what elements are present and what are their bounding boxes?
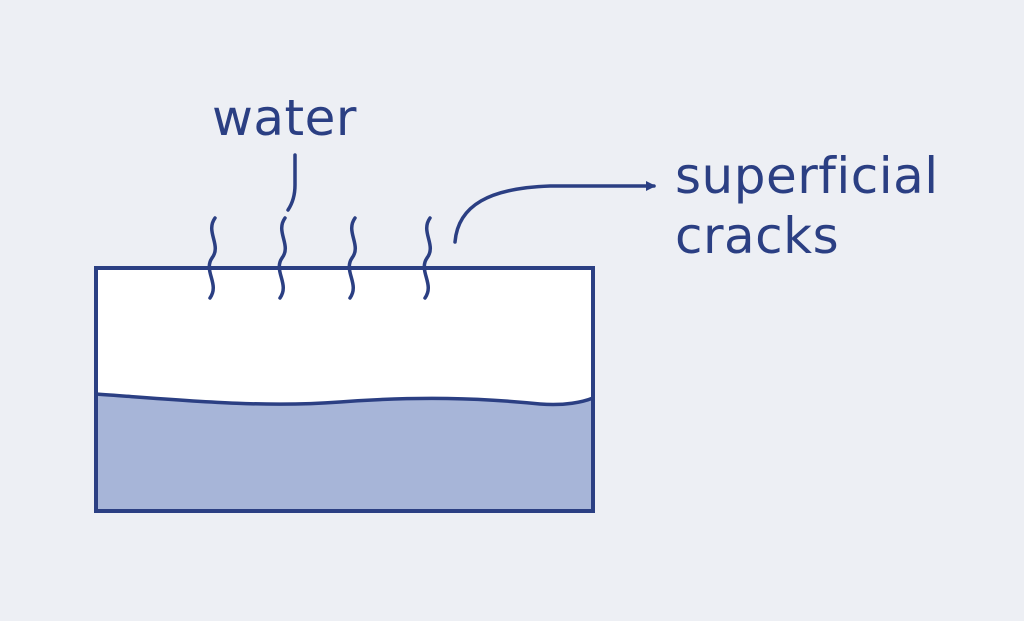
superficial-cracks-label: superficial cracks bbox=[675, 146, 939, 266]
water-leader-line bbox=[286, 153, 297, 212]
water-body bbox=[96, 394, 593, 511]
crack-line bbox=[422, 216, 433, 300]
water-label: water bbox=[212, 89, 357, 147]
cracks-label-line-2: cracks bbox=[675, 207, 840, 265]
cracks-label-line-1: superficial bbox=[675, 147, 939, 205]
water-surface-line bbox=[95, 392, 594, 407]
container-border bbox=[94, 266, 595, 513]
crack-line bbox=[347, 216, 358, 300]
crack-line bbox=[277, 216, 288, 300]
crack-line bbox=[207, 216, 218, 300]
cracks-arrow bbox=[453, 181, 656, 244]
